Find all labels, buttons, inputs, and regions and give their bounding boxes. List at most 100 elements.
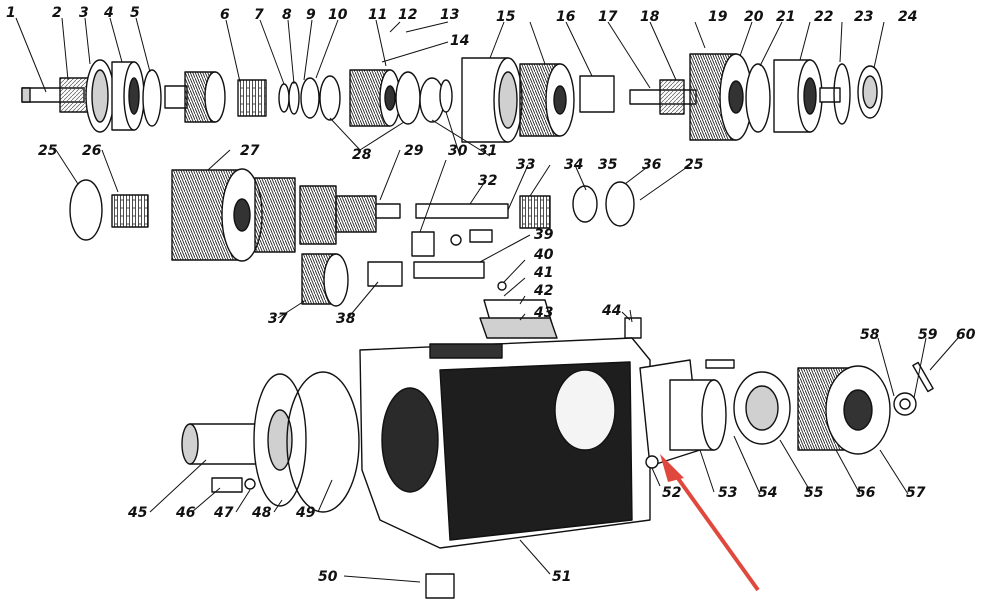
screw-33	[469, 229, 493, 243]
nut-58	[893, 392, 917, 416]
bearing-55	[733, 371, 791, 445]
callout-36: 36	[642, 157, 662, 173]
callout-50: 50	[318, 569, 338, 585]
main-shaft-17	[629, 79, 697, 115]
callout-44: 44	[602, 303, 622, 319]
leader-lines	[15, 17, 959, 583]
callout-22: 22	[814, 9, 834, 25]
gasket-43	[479, 317, 558, 339]
callout-5: 5	[130, 5, 140, 21]
bushing-38	[367, 261, 403, 287]
callout-16: 16	[556, 9, 576, 25]
callout-41: 41	[534, 265, 554, 281]
callout-4: 4	[104, 5, 114, 21]
callout-13: 13	[440, 7, 460, 23]
callout-51: 51	[552, 569, 572, 585]
synchro-ring-28	[319, 75, 341, 121]
callout-30: 30	[448, 143, 468, 159]
ring-8	[278, 83, 290, 113]
callout-32: 32	[478, 173, 498, 189]
bolt-46	[211, 477, 243, 493]
callout-37: 37	[268, 311, 288, 327]
ball-40	[497, 281, 507, 291]
gearbox-housing-51	[359, 337, 651, 549]
callout-31: 31	[478, 143, 498, 159]
gear-15	[519, 63, 575, 137]
gear-shaft-6	[164, 71, 226, 123]
callout-58: 58	[860, 327, 880, 343]
countershaft-gear-block-27	[171, 168, 401, 262]
rear-bearing-housing-53	[669, 379, 727, 451]
callout-26: 26	[82, 143, 102, 159]
needle-bearing-7	[237, 79, 267, 117]
callout-25-right: 25	[684, 157, 704, 173]
callout-7: 7	[254, 7, 264, 23]
bearing-cap-24	[857, 65, 883, 119]
callout-53: 53	[718, 485, 738, 501]
bearing-26	[111, 194, 149, 228]
sliding-sleeve-14	[461, 57, 523, 143]
ball-32	[450, 234, 462, 246]
flange-56	[797, 365, 891, 455]
callout-42: 42	[534, 283, 554, 299]
callout-34: 34	[564, 157, 584, 173]
bearing-22	[773, 59, 823, 133]
washer-25-left	[69, 179, 103, 241]
ring-30	[439, 79, 453, 113]
input-shaft	[21, 77, 91, 113]
callout-14: 14	[450, 33, 470, 49]
reverse-gear-37	[301, 253, 349, 307]
callout-2: 2	[52, 5, 62, 21]
washer-5	[142, 69, 162, 127]
callout-54: 54	[758, 485, 778, 501]
callout-43: 43	[534, 305, 554, 321]
callout-24: 24	[898, 9, 918, 25]
callout-17: 17	[598, 9, 618, 25]
callout-47: 47	[214, 505, 234, 521]
callout-25-left: 25	[38, 143, 58, 159]
callout-11: 11	[368, 7, 388, 23]
bearing-3	[85, 59, 115, 133]
callout-29: 29	[404, 143, 424, 159]
cotter-pin-59	[912, 361, 934, 393]
callout-45: 45	[128, 505, 148, 521]
callout-38: 38	[336, 311, 356, 327]
callout-60: 60	[956, 327, 976, 343]
synchronizer-hub-11	[349, 69, 401, 127]
callout-15: 15	[496, 9, 516, 25]
callout-56: 56	[856, 485, 876, 501]
callout-23: 23	[854, 9, 874, 25]
callout-12: 12	[398, 7, 418, 23]
callout-46: 46	[176, 505, 196, 521]
bolt-54	[705, 359, 735, 369]
callout-10: 10	[328, 7, 348, 23]
callout-19: 19	[708, 9, 728, 25]
callout-39: 39	[534, 227, 554, 243]
callout-6: 6	[220, 7, 230, 23]
breather-44	[624, 317, 642, 339]
callout-21: 21	[776, 9, 796, 25]
callout-49: 49	[296, 505, 316, 521]
callout-33: 33	[516, 157, 536, 173]
callout-1: 1	[6, 5, 16, 21]
countershaft-32	[411, 203, 509, 257]
bearing-4	[111, 61, 145, 131]
ring-21	[745, 63, 771, 133]
circlip-23	[833, 63, 851, 125]
ring-9	[288, 81, 300, 115]
red-pointer-arrow	[660, 454, 760, 592]
callout-57: 57	[906, 485, 926, 501]
ring-10	[300, 77, 320, 119]
callout-40: 40	[534, 247, 554, 263]
callout-48: 48	[252, 505, 272, 521]
callout-59: 59	[918, 327, 938, 343]
callout-8: 8	[282, 7, 292, 23]
washer-36	[605, 181, 635, 227]
lock-plate-30	[411, 231, 435, 257]
bushing-16	[579, 75, 615, 113]
washer-47	[244, 478, 256, 490]
callout-52: 52	[662, 485, 682, 501]
synchro-ring-28b	[395, 71, 421, 125]
